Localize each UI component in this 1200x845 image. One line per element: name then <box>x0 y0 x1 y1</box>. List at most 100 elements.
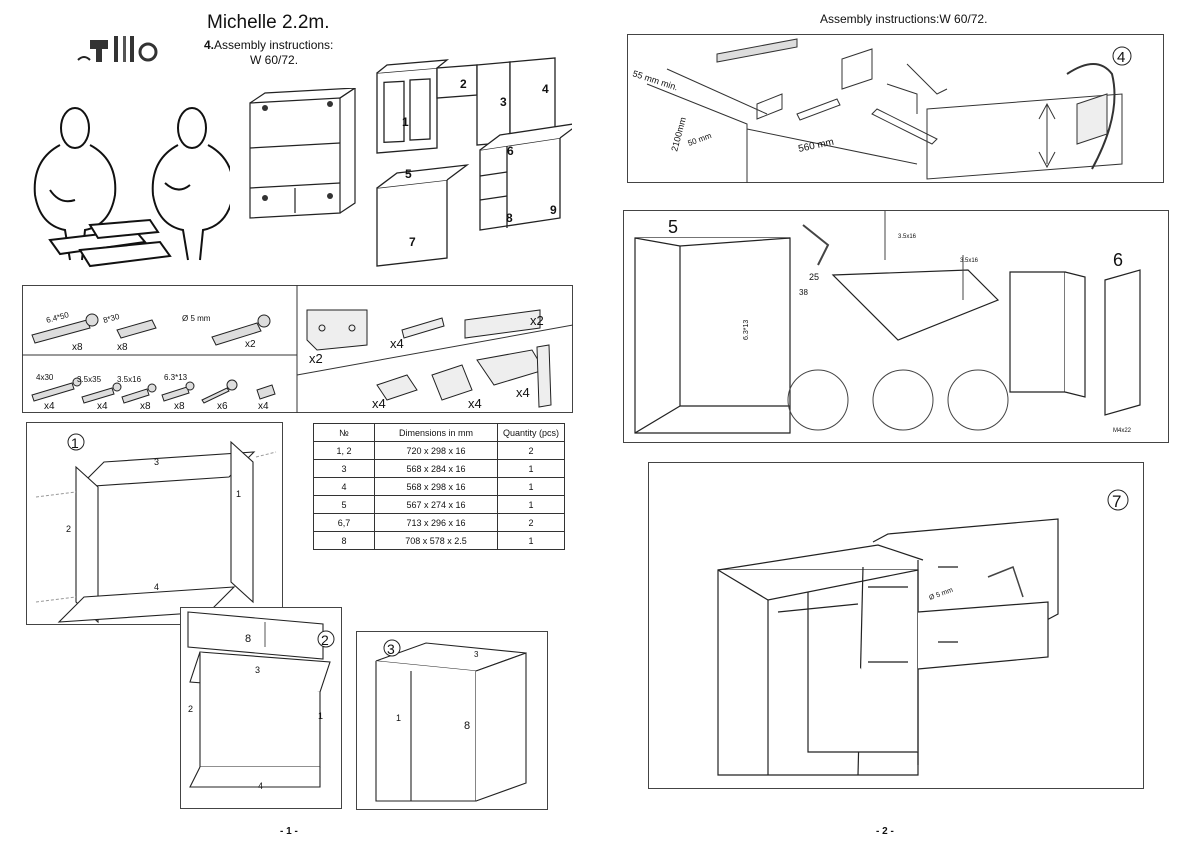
tools-icon <box>77 36 158 62</box>
step-7-diagram: 7 Ø 5 mm <box>717 489 1129 776</box>
table-cell: 2 <box>497 513 565 532</box>
module-label: 3 <box>500 95 507 109</box>
step-4-diagram: 4 55 mm min. 2100mm 50 mm 560 mm <box>631 38 1132 183</box>
table-cell: 713 x 296 x 16 <box>374 513 498 532</box>
hw-qty: x4 <box>258 401 269 412</box>
dimension-label: 560 mm <box>797 137 835 155</box>
table-cell: 5 <box>313 495 375 514</box>
hw-size: 8*30 <box>102 312 121 325</box>
kitchen-modules-illustration: 1 2 3 4 5 6 7 8 9 <box>376 57 572 267</box>
step-2-diagram: 2 8 3 2 1 4 <box>187 611 335 791</box>
hw-size: 6.3*13 <box>164 373 188 382</box>
hw-size: 3.5x35 <box>77 375 102 384</box>
step-number: 3 <box>387 641 395 657</box>
step-number: 6 <box>1113 250 1123 270</box>
module-label: 6 <box>507 144 514 158</box>
page-title: Michelle 2.2m. <box>207 12 330 33</box>
part-label: 2 <box>188 704 193 714</box>
hw-size: 6.4*50 <box>45 310 70 325</box>
step-number: 7 <box>1112 492 1121 511</box>
table-cell: 568 x 284 x 16 <box>374 459 498 478</box>
module-label: 1 <box>402 115 409 129</box>
part-label: 3 <box>154 457 159 467</box>
step-number: 5 <box>668 217 678 237</box>
module-label: 2 <box>460 77 467 91</box>
table-cell: 1, 2 <box>313 441 375 460</box>
assembly-people-illustration <box>33 107 230 268</box>
part-label: 4 <box>154 582 159 592</box>
table-cell: 4 <box>313 477 375 496</box>
part-label: 8 <box>464 720 470 732</box>
hardware-drawing: 6.4*50 8*30 Ø 5 mm 4x30 3.5x35 3.5x16 6.… <box>22 285 573 413</box>
step-number: 2 <box>321 632 329 648</box>
module-label: 9 <box>550 203 557 217</box>
dimension-label: 2100mm <box>669 116 688 152</box>
cabinet-exploded-diagram <box>249 88 357 219</box>
hw-qty: x8 <box>174 401 185 412</box>
dimension-label: 50 mm <box>687 131 713 148</box>
table-cell: 1 <box>497 531 565 550</box>
page-number: - 2 - <box>876 826 894 837</box>
module-label: 4 <box>542 82 549 96</box>
part-label: 1 <box>236 489 241 499</box>
table-cell: 720 x 298 x 16 <box>374 441 498 460</box>
subtitle-line1: 4.Assembly instructions: <box>204 38 334 52</box>
part-label: 1 <box>396 713 401 723</box>
hw-qty: x8 <box>72 342 83 353</box>
subtitle-line2: W 60/72. <box>250 53 299 67</box>
screw-label: 3.5x16 <box>960 258 979 264</box>
drill-label: Ø 5 mm <box>928 587 954 602</box>
hw-qty: x4 <box>516 385 530 400</box>
module-label: 7 <box>409 235 416 249</box>
table-cell: 568 x 298 x 16 <box>374 477 498 496</box>
dimension-label: 55 mm min. <box>631 68 679 92</box>
screw-label: 3.5x16 <box>898 234 917 240</box>
step-3-diagram: 3 3 1 8 <box>375 639 527 802</box>
hw-qty: x4 <box>372 396 386 411</box>
part-label: 3 <box>474 650 479 659</box>
table-cell: 8 <box>313 531 375 550</box>
dimension-label: 25 <box>809 272 819 282</box>
hw-qty: x6 <box>217 401 228 412</box>
part-label: 4 <box>258 781 263 791</box>
hw-qty: x2 <box>309 351 323 366</box>
hw-qty: x2 <box>245 339 256 350</box>
step-1-diagram: 1 3 1 2 4 <box>35 433 277 624</box>
hw-qty: x4 <box>97 401 108 412</box>
hw-size: 3.5x16 <box>117 375 142 384</box>
table-cell: 1 <box>497 495 565 514</box>
table-cell: 1 <box>497 459 565 478</box>
table-cell: 6,7 <box>313 513 375 532</box>
table-header: Dimensions in mm <box>374 423 498 442</box>
module-label: 8 <box>506 211 513 225</box>
part-label: 1 <box>318 711 323 721</box>
table-cell: 708 x 578 x 2.5 <box>374 531 498 550</box>
table-cell: 1 <box>497 477 565 496</box>
hw-size: 4x30 <box>36 373 54 382</box>
part-label: 8 <box>245 633 251 645</box>
part-label: 3 <box>255 665 260 675</box>
table-cell: 2 <box>497 441 565 460</box>
table-header: № <box>313 423 375 442</box>
page-number: - 1 - <box>280 826 298 837</box>
dimension-label: 6.3*13 <box>743 320 750 340</box>
hw-qty: x4 <box>390 336 404 351</box>
table-cell: 3 <box>313 459 375 478</box>
hw-qty: x4 <box>468 396 482 411</box>
page-header: Assembly instructions:W 60/72. <box>820 12 988 26</box>
hw-qty: x8 <box>117 342 128 353</box>
step-5-6-diagram: 5 3.5x16 3.5x16 25 38 6.3*13 6 M4x22 <box>634 210 1141 434</box>
step-number: 4 <box>1117 49 1125 66</box>
module-label: 5 <box>405 167 412 181</box>
screw-label: M4x22 <box>1113 428 1132 434</box>
hw-qty: x8 <box>140 401 151 412</box>
table-header: Quantity (pcs) <box>497 423 565 442</box>
part-label: 2 <box>66 524 71 534</box>
